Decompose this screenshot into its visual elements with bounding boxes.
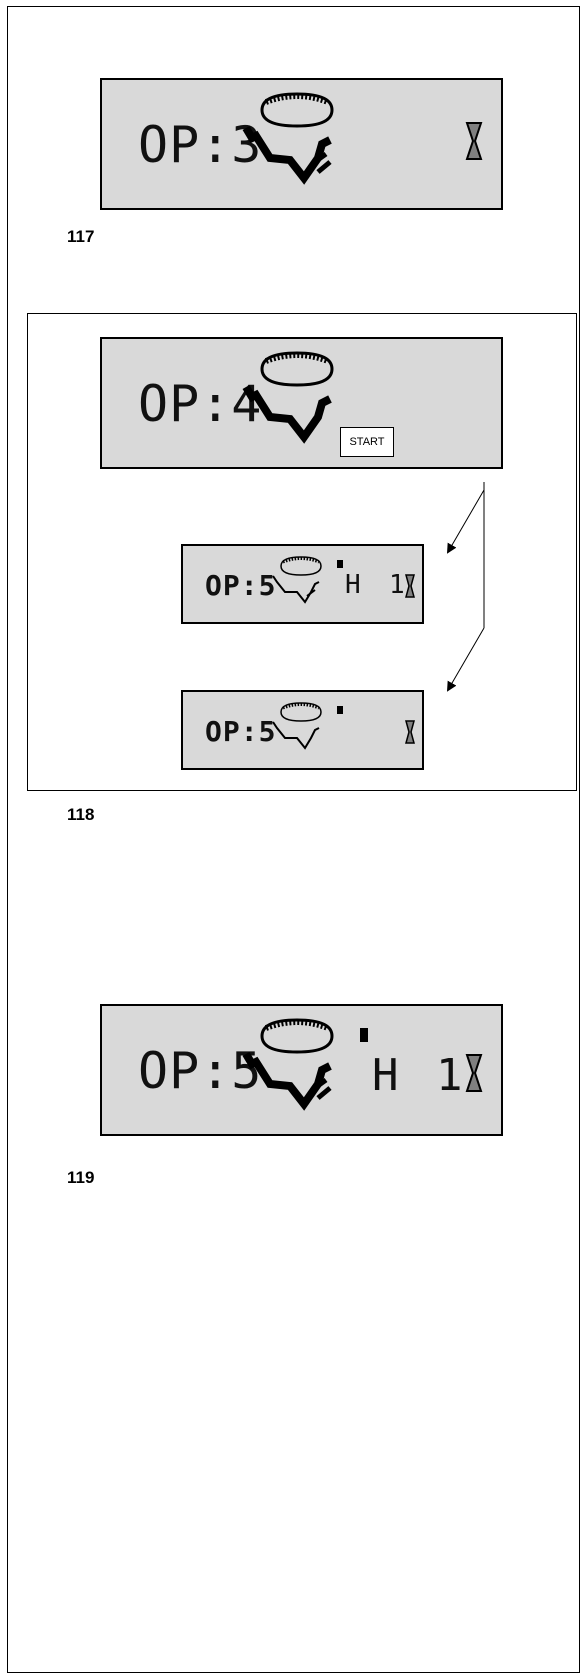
op-code-text: OP:5 [205,715,277,748]
figure-label-117: 117 [67,227,95,246]
figure-label-118: 118 [67,805,95,824]
op-code-text: OP:3 [138,116,263,174]
lcd-display-op3: OP:3 [100,78,503,210]
hourglass-icon [405,720,415,744]
value-text: 1 [436,1050,463,1101]
lcd-display-op4: OP:4 START [100,337,503,469]
marker-dot [337,560,343,568]
start-button[interactable]: START [340,427,394,457]
lcd-display-op5: OP:5 H 1 [100,1004,503,1136]
hourglass-icon [465,1054,483,1092]
tyre-wheel-icon [242,1018,334,1111]
unit-text: H [345,570,361,600]
hourglass-icon [465,122,483,160]
figure-118-group [27,313,577,791]
tyre-wheel-icon [242,92,334,185]
lcd-display-op5-variant-a: OP:5 H 1 [181,544,424,624]
unit-text: H [372,1050,399,1101]
tyre-wheel-icon [242,351,334,444]
op-code-text: OP:4 [138,375,263,433]
figure-label-119: 119 [67,1168,95,1187]
lcd-display-op5-variant-b: OP:5 [181,690,424,770]
hourglass-icon [405,574,415,598]
op-code-text: OP:5 [205,569,277,602]
marker-dot [337,706,343,714]
tyre-wheel-icon [272,702,322,750]
page-frame [7,6,580,1673]
op-code-text: OP:5 [138,1042,263,1100]
value-text: 1 [389,570,405,600]
tyre-wheel-icon [272,556,322,604]
marker-dot [360,1028,368,1042]
